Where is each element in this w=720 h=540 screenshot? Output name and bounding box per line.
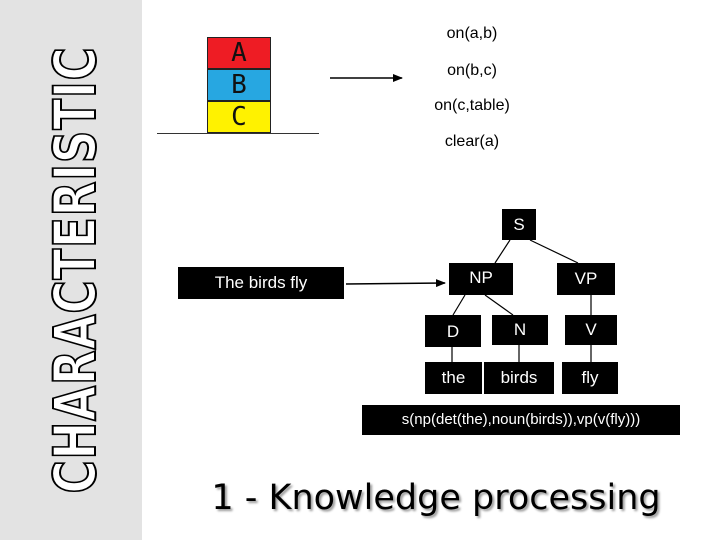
- edge-s-vp: [529, 239, 579, 264]
- sentence-box: The birds fly: [178, 267, 344, 299]
- table-line: [157, 133, 319, 134]
- edge-s-np: [494, 239, 511, 264]
- slide-title: 1 - Knowledge processing: [211, 478, 661, 518]
- sidebar: CHARACTERISTIC: [0, 0, 142, 540]
- word-birds: birds: [484, 362, 554, 394]
- block-c: C: [207, 101, 271, 133]
- word-the: the: [425, 362, 482, 394]
- predicate-3: on(c,table): [434, 97, 510, 114]
- node-vp: VP: [557, 263, 615, 295]
- node-v: V: [565, 315, 617, 345]
- node-np: NP: [449, 263, 513, 295]
- block-a: A: [207, 37, 271, 69]
- node-d: D: [425, 315, 481, 347]
- block-b: B: [207, 69, 271, 101]
- arrow-sentence: [345, 279, 446, 288]
- predicate-2: on(b,c): [447, 62, 497, 79]
- predicate-4: clear(a): [444, 133, 500, 150]
- word-fly: fly: [562, 362, 618, 394]
- predicate-1: on(a,b): [446, 25, 498, 42]
- node-s: S: [502, 209, 536, 240]
- edge-np-n: [484, 294, 514, 316]
- logical-formula: s(np(det(the),noun(birds)),vp(v(fly))): [362, 405, 680, 435]
- node-n: N: [492, 315, 548, 345]
- edge-np-d: [452, 294, 466, 316]
